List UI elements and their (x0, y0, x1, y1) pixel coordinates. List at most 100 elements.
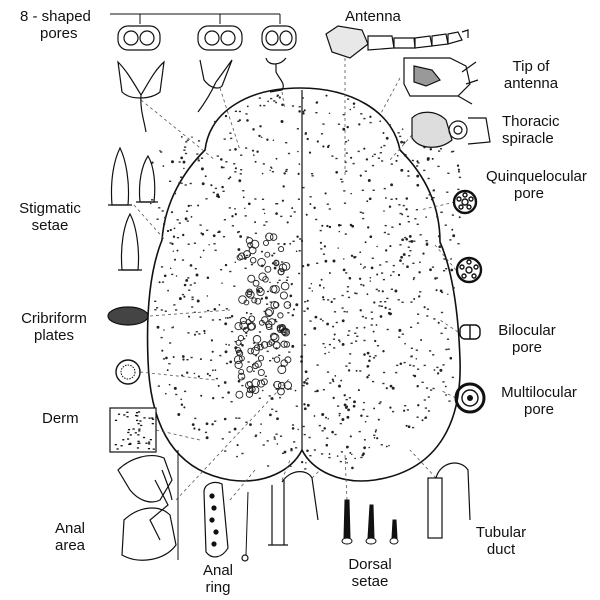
body-pore-dot (178, 182, 181, 184)
body-pore-dot (316, 140, 319, 143)
body-pore-dot (296, 128, 299, 130)
body-pore-dot (289, 242, 292, 245)
body-pore-dot (410, 326, 413, 328)
body-pore-dot (288, 351, 291, 353)
derm-pore (148, 441, 151, 443)
body-pore-dot (412, 278, 415, 281)
body-pore-dot (244, 215, 247, 217)
body-pore-dot (451, 228, 454, 231)
body-pore-dot (241, 377, 244, 379)
body-pore-dot (369, 235, 373, 239)
body-pore-dot (240, 154, 243, 156)
body-pore-dot (367, 226, 370, 229)
body-pore-dot (190, 216, 193, 218)
body-pore-dot (281, 103, 284, 107)
body-pore-dot (368, 355, 372, 358)
body-pore-dot (404, 236, 407, 239)
body-pore-dot (233, 163, 236, 165)
body-pore-dot (224, 317, 227, 319)
body-pore-dot (164, 216, 167, 219)
body-pore-dot (450, 258, 452, 260)
body-pore-dot (262, 163, 265, 165)
body-pore-dot (304, 468, 307, 470)
body-pore-dot (345, 272, 348, 274)
body-pore-dot (328, 453, 331, 455)
body-pore-dot (322, 123, 325, 125)
body-pore-dot (410, 347, 413, 349)
body-pore-dot (208, 244, 210, 246)
body-pore-dot (334, 433, 337, 436)
body-pore-dot (229, 270, 232, 273)
body-pore-dot (339, 460, 342, 463)
body-pore-dot (181, 259, 185, 261)
body-pore-dot (291, 344, 295, 348)
body-pore-dot (275, 212, 278, 215)
body-pore-dot (386, 297, 389, 300)
body-pore-dot (186, 371, 189, 374)
body-pore-dot (295, 447, 298, 449)
body-pore-dot (445, 394, 447, 396)
body-pore-dot (401, 301, 404, 303)
body-pore-dot (288, 304, 291, 306)
body-pore-dot (234, 340, 237, 343)
body-pore-dot (379, 315, 383, 318)
body-pore-dot (245, 254, 249, 257)
body-pore-dot (183, 283, 187, 287)
body-pore-dot (342, 114, 345, 116)
body-pore-dot (322, 343, 325, 345)
body-pore-dot (237, 231, 240, 233)
body-pore-dot (394, 289, 398, 293)
body-pore-dot (378, 305, 381, 307)
body-pore-dot (234, 147, 237, 151)
body-pore-dot (322, 389, 325, 391)
leader-line (155, 429, 201, 441)
body-pore-dot (326, 224, 329, 228)
body-pore-dot (290, 447, 293, 451)
body-pore-dot (448, 400, 451, 402)
body-pore-dot (367, 374, 370, 376)
body-pore-dot (233, 285, 236, 287)
body-pore-dot (236, 455, 238, 458)
body-pore-dot (169, 242, 172, 244)
derm-pore (129, 442, 132, 445)
body-pore-dot (390, 274, 392, 277)
body-pore-dot (176, 237, 180, 239)
body-pore-dot (216, 155, 219, 157)
antenna-drawing (325, 25, 469, 59)
body-pore-dot (304, 301, 307, 303)
ventral-pore (273, 380, 282, 389)
label-thoracic-spiracle: Thoracic spiracle (502, 113, 560, 147)
body-pore-dot (201, 232, 205, 236)
body-pore-dot (252, 364, 255, 366)
body-pore-dot (457, 188, 460, 191)
body-pore-dot (254, 198, 257, 200)
body-pore-dot (374, 339, 377, 343)
body-pore-dot (336, 455, 339, 457)
body-pore-dot (390, 183, 394, 187)
body-pore-dot (340, 178, 343, 180)
body-pore-dot (292, 240, 295, 242)
body-pore-dot (341, 307, 344, 309)
body-pore-dot (337, 223, 341, 227)
body-pore-dot (210, 359, 213, 361)
body-pore-dot (308, 151, 312, 154)
body-pore-dot (407, 246, 410, 248)
label-line: spiracle (502, 130, 554, 147)
body-pore-dot (291, 105, 295, 107)
body-pore-dot (273, 252, 276, 255)
body-pore-dot (160, 309, 163, 311)
body-pore-dot (364, 170, 367, 172)
ventral-pore (260, 341, 269, 349)
body-pore-dot (223, 381, 227, 384)
body-pore-dot (243, 338, 246, 340)
body-pore-dot (333, 311, 337, 313)
body-pore-dot (405, 197, 409, 200)
body-pore-dot (321, 413, 325, 416)
leader-line (344, 454, 348, 501)
body-pore-dot (303, 310, 306, 312)
body-pore-dot (426, 308, 429, 310)
body-pore-dot (190, 356, 193, 359)
body-pore-dot (381, 290, 384, 293)
derm-pore (136, 415, 139, 417)
ventral-pore-cluster (233, 232, 293, 399)
